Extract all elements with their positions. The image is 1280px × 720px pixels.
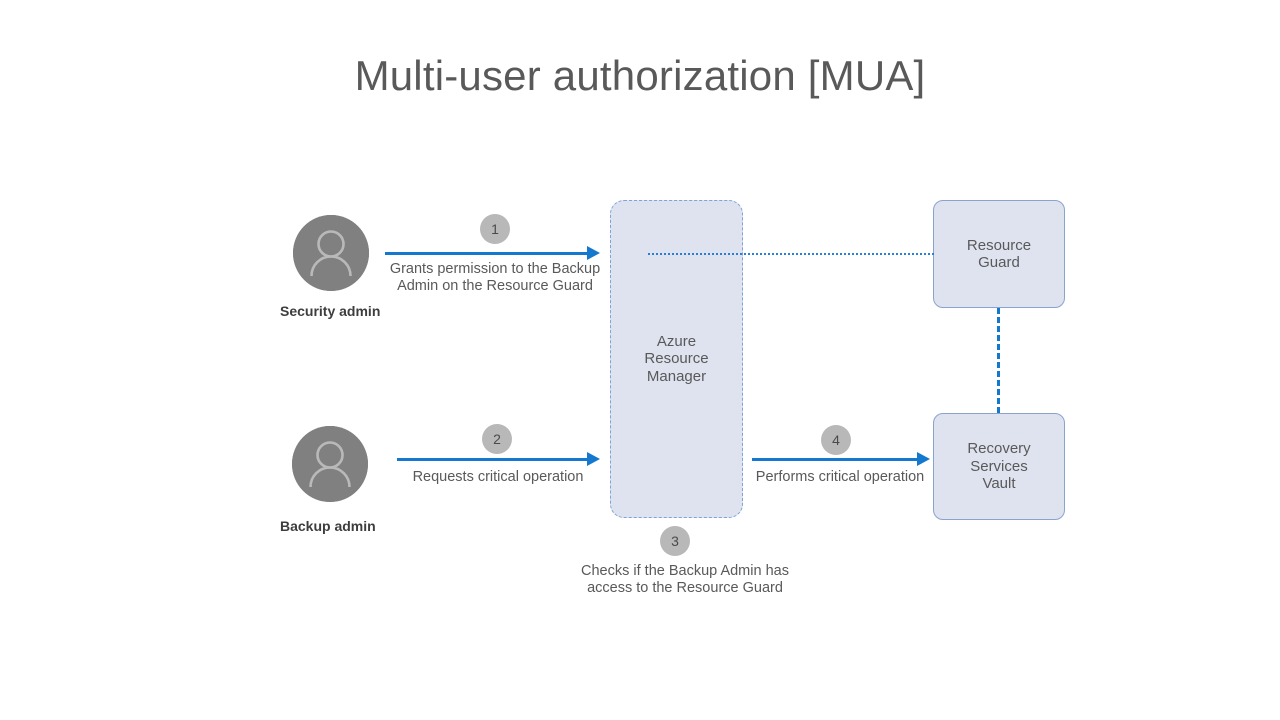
step-caption-3-line1: Checks if the Backup Admin has <box>581 563 789 579</box>
arm-label-line1: Azure <box>656 332 697 350</box>
person-avatar-icon <box>293 215 369 291</box>
dotted-connector-arm-to-resource-guard <box>648 253 934 255</box>
step-badge-3: 3 <box>660 526 690 556</box>
vault-label-line2: Services <box>970 457 1028 475</box>
actor-label-security-admin: Security admin <box>280 303 381 319</box>
step-caption-1-line1: Grants permission to the Backup <box>389 261 601 277</box>
arm-label-line3: Manager <box>646 367 707 385</box>
node-resource-guard[interactable]: Resource Guard <box>933 200 1065 308</box>
arrow-head-step-1 <box>587 246 600 261</box>
resource-guard-label-line1: Resource <box>966 236 1032 254</box>
node-label-recovery-services-vault: Recovery Services Vault <box>967 440 1030 493</box>
step-caption-1: Grants permission to the Backup Admin on… <box>360 261 630 294</box>
step-caption-3-line2: access to the Resource Guard <box>587 579 783 596</box>
vault-label-line3: Vault <box>982 475 1016 493</box>
node-recovery-services-vault[interactable]: Recovery Services Vault <box>933 413 1065 520</box>
node-label-resource-guard: Resource Guard <box>967 237 1031 272</box>
page-title: Multi-user authorization [MUA] <box>354 52 926 99</box>
dashed-connector-resource-guard-to-vault <box>997 308 1000 413</box>
step-caption-1-line2: Admin on the Resource Guard <box>397 277 593 294</box>
arrow-head-step-4 <box>917 452 930 467</box>
arrow-line-step-1 <box>385 252 588 255</box>
step-caption-2: Requests critical operation <box>378 469 618 486</box>
step-caption-4-line1: Performs critical operation <box>755 469 925 485</box>
node-label-azure-resource-manager: Azure Resource Manager <box>644 333 708 386</box>
step-caption-3: Checks if the Backup Admin has access to… <box>550 563 820 596</box>
arm-label-line2: Resource <box>644 350 709 368</box>
actor-label-backup-admin: Backup admin <box>280 518 376 534</box>
step-caption-4: Performs critical operation <box>730 469 950 486</box>
step-badge-1: 1 <box>480 214 510 244</box>
arrow-head-step-2 <box>587 452 600 467</box>
vault-label-line1: Recovery <box>967 440 1031 458</box>
arrow-line-step-4 <box>752 458 918 461</box>
step-badge-2: 2 <box>482 424 512 454</box>
person-avatar-icon <box>292 426 368 502</box>
step-badge-4: 4 <box>821 425 851 455</box>
step-caption-2-line1: Requests critical operation <box>412 469 584 485</box>
arrow-line-step-2 <box>397 458 588 461</box>
resource-guard-label-line2: Guard <box>978 254 1020 271</box>
node-azure-resource-manager[interactable]: Azure Resource Manager <box>610 200 743 518</box>
